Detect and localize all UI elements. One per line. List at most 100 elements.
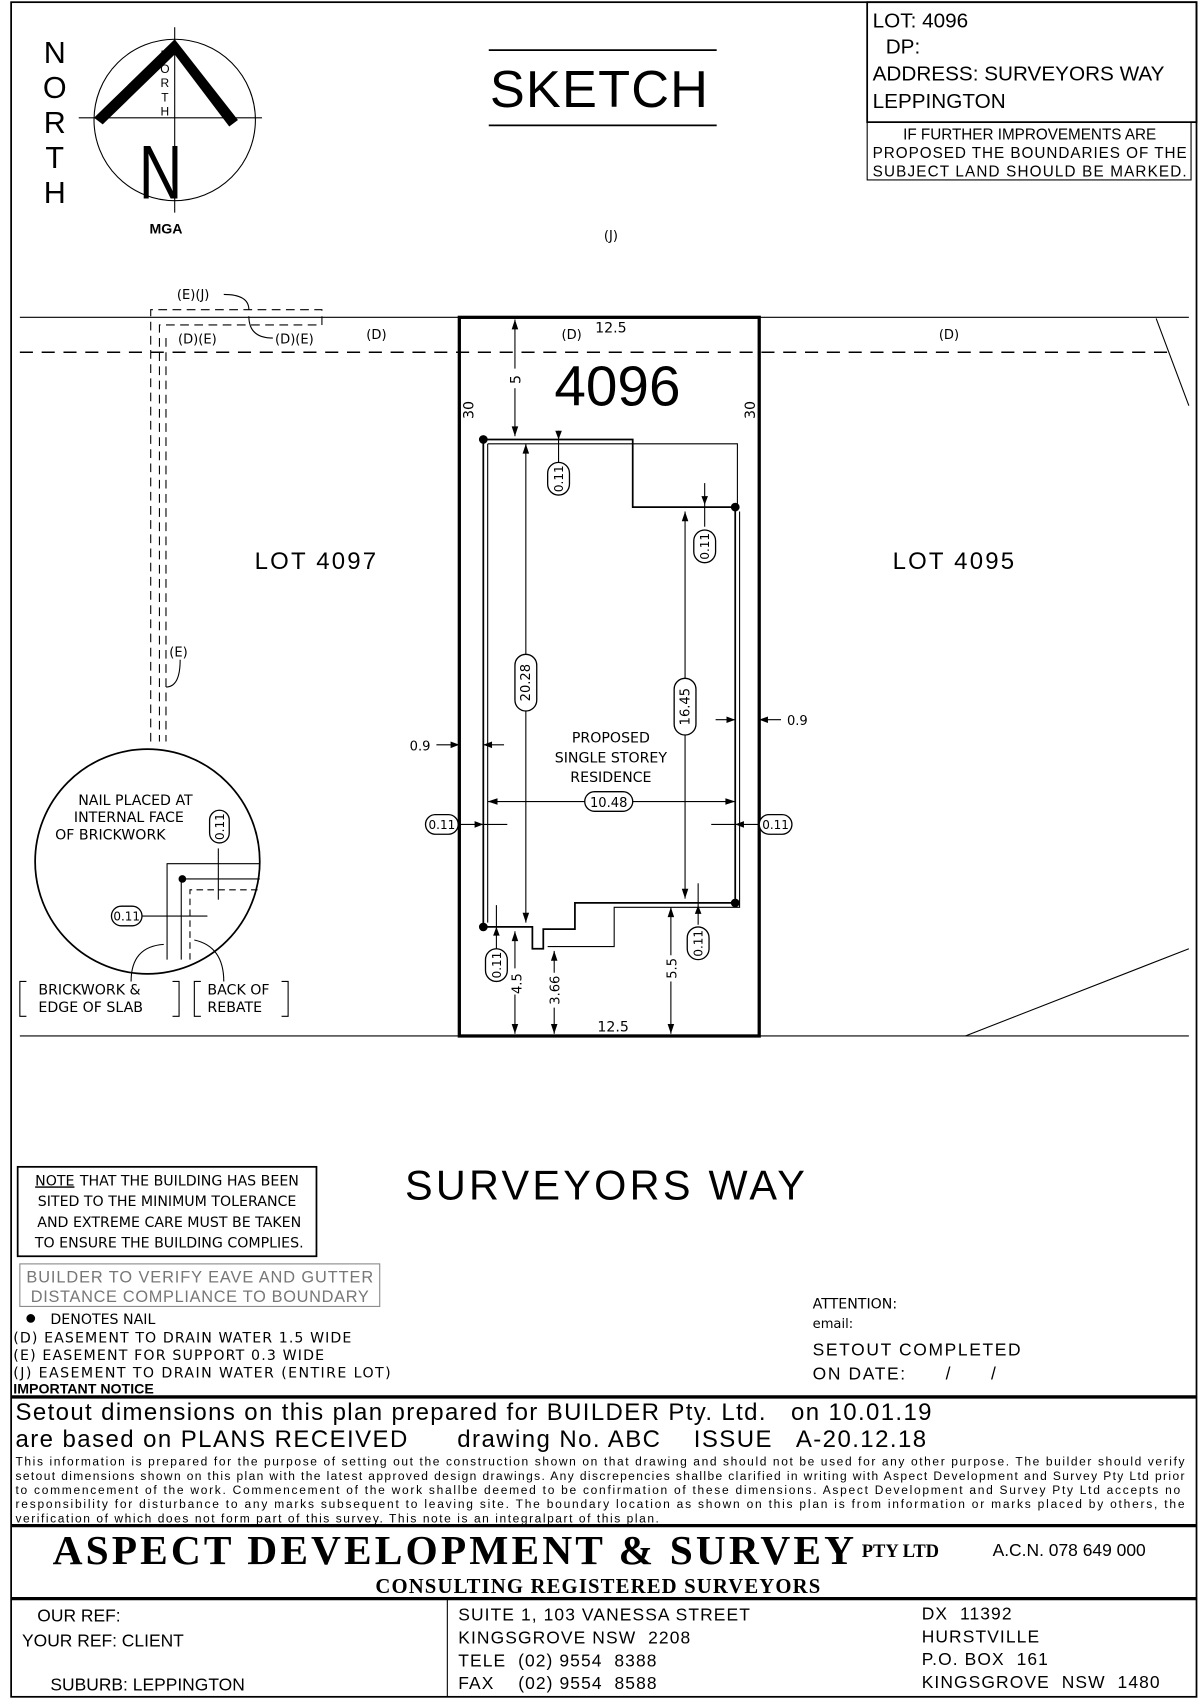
detail-label: INTERNAL FACE	[74, 810, 184, 826]
north-letter: R	[44, 106, 66, 140]
svg-text:0.11: 0.11	[490, 952, 504, 979]
nail-marker	[478, 435, 488, 444]
arrow-letter: O	[160, 62, 169, 76]
builder-verify-line: DISTANCE COMPLIANCE TO BOUNDARY	[31, 1288, 369, 1306]
site-plan: (J) (E)(J) (D)(E) (D)(E) (D) (D) (D) (E)…	[19, 229, 1190, 1209]
building-outline	[482, 438, 737, 950]
offset-0.11-top: 0.11	[547, 430, 571, 496]
notice-body: This information is prepared for the pur…	[15, 1455, 1184, 1469]
lot-info-box: LOT: 4096 DP: ADDRESS: SURVEYORS WAY LEP…	[866, 1, 1198, 181]
page-border	[10, 1, 1198, 1698]
office-address: TELE (02) 9554 8388	[458, 1650, 657, 1670]
office-address: KINGSGROVE NSW 2208	[458, 1627, 691, 1647]
easement-label: (D)(E)	[275, 333, 314, 348]
nail-marker	[478, 922, 488, 932]
attention-label: ATTENTION:	[813, 1297, 898, 1313]
offset-0.11-right-bottom: 0.11	[686, 883, 710, 961]
note-word: NOTE	[35, 1173, 74, 1189]
nail-marker	[730, 898, 740, 908]
easement-label: (D)	[562, 328, 582, 343]
offset-0.11-right-top: 0.11	[693, 483, 717, 564]
easement-label: (D)(E)	[178, 333, 217, 348]
arrow-letter: R	[161, 76, 170, 90]
your-ref: YOUR REF: CLIENT	[22, 1631, 184, 1651]
svg-text:0.11: 0.11	[113, 909, 140, 923]
company-tagline: CONSULTING REGISTERED SURVEYORS	[375, 1576, 820, 1598]
dp-label: DP:	[886, 35, 921, 58]
on-date: ON DATE: / /	[813, 1363, 998, 1383]
side-left: 0.9	[410, 739, 431, 754]
north-letter: O	[43, 71, 67, 105]
nail-legend: DENOTES NAIL	[50, 1312, 155, 1328]
postal-address: KINGSGROVE NSW 1480	[922, 1672, 1161, 1692]
attention-block: ATTENTION: email: SETOUT COMPLETED ON DA…	[813, 1297, 1023, 1384]
building-label: SINGLE STOREY	[555, 750, 668, 766]
brickwork-label: EDGE OF SLAB	[38, 1000, 143, 1016]
north-arrow: N O R T H N O R T H N MGA	[43, 27, 262, 237]
postal-address: HURSTVILLE	[922, 1626, 1040, 1646]
suburb-label: LEPPINGTON	[873, 90, 1006, 113]
lot-4095-label: LOT 4095	[893, 548, 1017, 575]
address-label: ADDRESS: SURVEYORS WAY	[873, 63, 1165, 86]
lot-4097-label: LOT 4097	[255, 548, 379, 575]
easement-label: (D)	[366, 328, 386, 343]
offset-0.11-bottom-left: 0.11	[484, 905, 508, 983]
notice-line: PROPOSED THE BOUNDARIES OF THE	[873, 145, 1187, 162]
north-letter: N	[44, 36, 66, 70]
office-address: SUITE 1, 103 VANESSA STREET	[458, 1604, 751, 1624]
note-line: TO ENSURE THE BUILDING COMPLIES.	[34, 1236, 304, 1252]
notice-line: IF FURTHER IMPROVEMENTS ARE	[903, 127, 1156, 144]
postal-address: DX 11392	[922, 1603, 1013, 1623]
easement-legend: (D) EASEMENT TO DRAIN WATER 1.5 WIDE	[13, 1330, 351, 1346]
office-address: FAX (02) 9554 8588	[458, 1673, 657, 1693]
detail-label: OF BRICKWORK	[55, 828, 166, 844]
notice-line: SUBJECT LAND SHOULD BE MARKED.	[873, 164, 1187, 181]
setback-rear: 5	[508, 375, 524, 384]
rebate-label: REBATE	[207, 1000, 262, 1016]
note-line: SITED TO THE MINIMUM TOLERANCE	[38, 1194, 297, 1210]
svg-text:0.11: 0.11	[429, 818, 456, 832]
easement-legend: (J) EASEMENT TO DRAIN WATER (ENTIRE LOT)	[13, 1365, 390, 1381]
note-line: THAT THE BUILDING HAS BEEN	[79, 1173, 299, 1189]
front-4-5: 4.5	[510, 973, 525, 994]
our-ref: OUR REF:	[37, 1606, 120, 1626]
company-acn: A.C.N. 078 649 000	[993, 1540, 1146, 1560]
arrow-letter: H	[161, 105, 170, 119]
svg-text:0.11: 0.11	[213, 813, 227, 840]
arrow-letter: T	[161, 90, 169, 104]
rebate-label: BACK OF	[207, 983, 269, 999]
offset-0.11-right: 0.11	[711, 813, 793, 835]
note-line: AND EXTREME CARE MUST BE TAKEN	[37, 1215, 301, 1231]
nail-detail: NAIL PLACED AT INTERNAL FACE OF BRICKWOR…	[19, 748, 289, 1017]
north-letter: H	[44, 176, 66, 210]
svg-text:0.11: 0.11	[698, 533, 712, 560]
building-label: RESIDENCE	[570, 770, 651, 786]
lot-label: LOT: 4096	[873, 9, 969, 32]
arrow-letter: N	[161, 48, 170, 62]
big-n: N	[139, 130, 183, 215]
offset-0.11-left: 0.11	[424, 813, 508, 835]
north-letter: T	[45, 141, 64, 175]
easement-label: (E)	[169, 645, 187, 660]
dim-16-45: 16.45	[678, 688, 693, 725]
email-label: email:	[813, 1317, 853, 1332]
builder-verify-line: BUILDER TO VERIFY EAVE AND GUTTER	[26, 1268, 373, 1286]
easement-label: (E)(J)	[177, 288, 210, 303]
setout-completed: SETOUT COMPLETED	[813, 1339, 1023, 1359]
frontage-top: 12.5	[595, 321, 627, 337]
building-label: PROPOSED	[572, 731, 650, 747]
svg-text:0.11: 0.11	[552, 465, 566, 492]
side-right: 0.9	[787, 714, 808, 729]
footer-suburb: SUBURB: LEPPINGTON	[50, 1674, 244, 1694]
dim-10-48: 10.48	[590, 796, 627, 811]
sketch-title: SKETCH	[490, 61, 708, 119]
svg-text:0.11: 0.11	[692, 930, 706, 957]
depth-right: 30	[743, 401, 759, 419]
important-notice-label: IMPORTANT NOTICE	[13, 1382, 154, 1398]
easement-legend: (E) EASEMENT FOR SUPPORT 0.3 WIDE	[13, 1348, 324, 1364]
dim-20-28: 20.28	[519, 664, 534, 701]
postal-address: P.O. BOX 161	[922, 1649, 1049, 1669]
svg-text:0.11: 0.11	[762, 818, 789, 832]
notice-body: responsibility for disturbance to any ma…	[15, 1497, 1184, 1511]
